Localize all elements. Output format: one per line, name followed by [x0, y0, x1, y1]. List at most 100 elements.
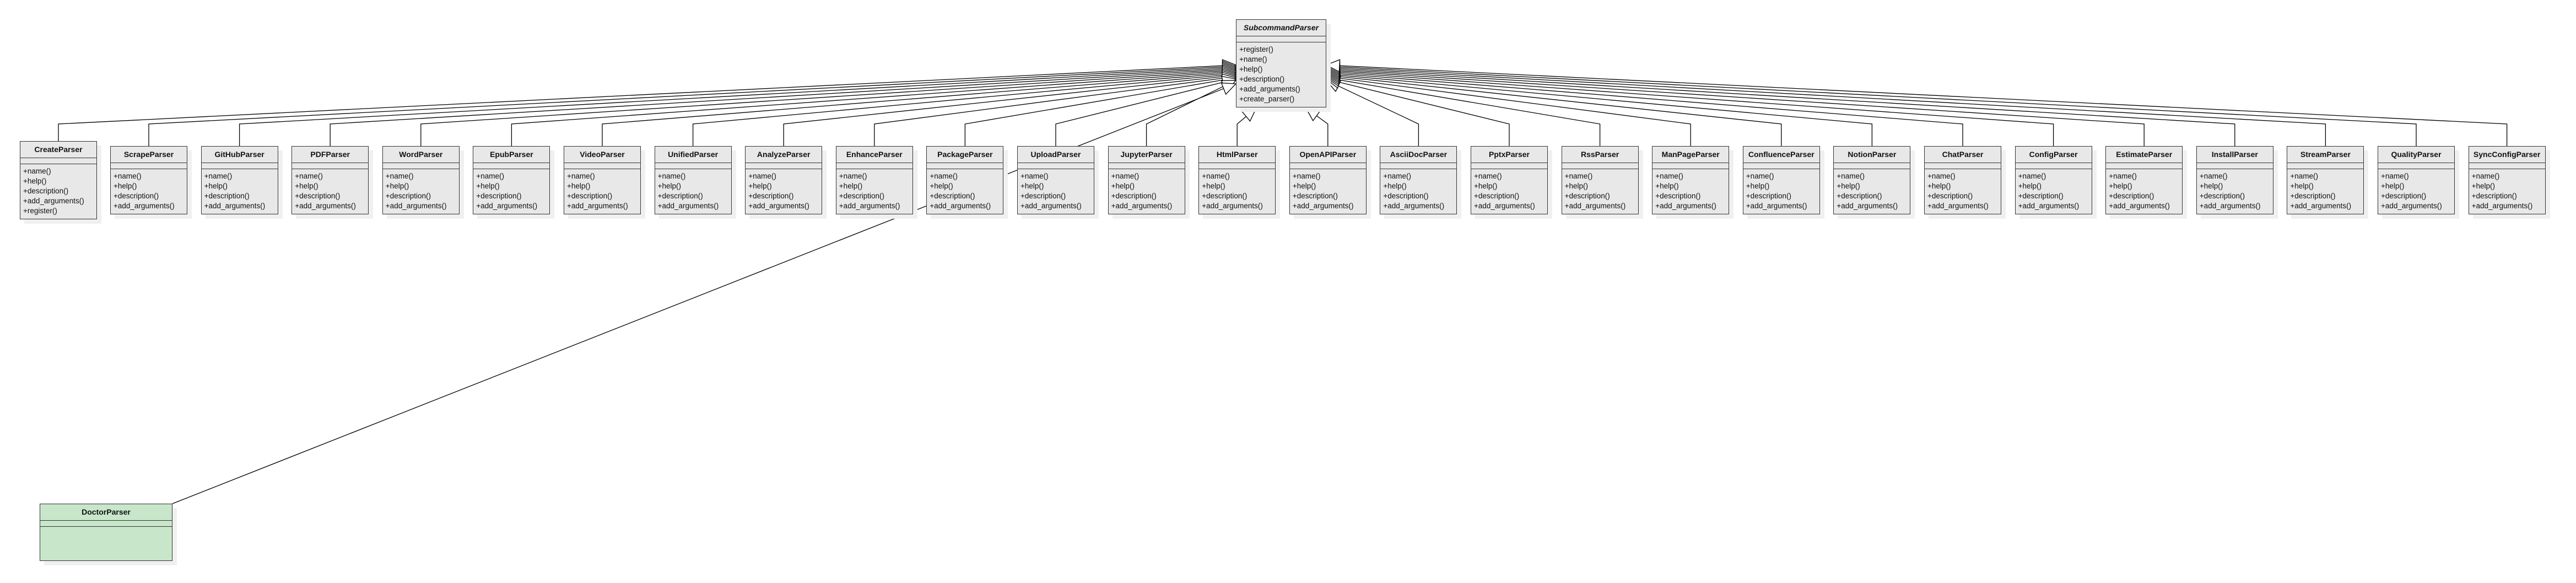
class-syncconfigparser[interactable]: SyncConfigParser+name()+help()+descripti… — [2468, 146, 2546, 214]
method: +help() — [114, 182, 137, 190]
attributes-compartment — [1652, 163, 1729, 169]
class-name: RssParser — [1562, 147, 1638, 163]
class-name: AsciiDocParser — [1380, 147, 1457, 163]
methods-compartment: +name()+help()+description()+add_argumen… — [2106, 169, 2182, 214]
methods-compartment: +name()+help()+description()+add_argumen… — [1018, 169, 1094, 214]
class-name: ChatParser — [1925, 147, 2001, 163]
class-chatparser[interactable]: ChatParser+name()+help()+description()+a… — [1924, 146, 2001, 214]
inheritance-edge — [1339, 82, 1510, 146]
class-htmlparser[interactable]: HtmlParser+name()+help()+description()+a… — [1198, 146, 1276, 214]
class-pptxparser[interactable]: PptxParser+name()+help()+description()+a… — [1471, 146, 1548, 214]
class-name: InstallParser — [2196, 147, 2273, 163]
class-createparser[interactable]: CreateParser +name()+help()+description()… — [20, 141, 97, 219]
inheritance-edge — [602, 73, 1223, 146]
generalization-arrowhead-icon — [1241, 107, 1257, 122]
class-githubparser[interactable]: GitHubParser+name()+help()+description()… — [201, 146, 278, 214]
class-configparser[interactable]: ConfigParser+name()+help()+description()… — [2015, 146, 2092, 214]
class-manpageparser[interactable]: ManPageParser+name()+help()+description(… — [1652, 146, 1730, 214]
class-name: CreateParser — [20, 142, 96, 158]
attributes-compartment — [746, 163, 822, 169]
method: +help() — [1111, 182, 1135, 190]
method: +name() — [23, 167, 51, 175]
method: +description() — [839, 192, 884, 200]
class-name: EpubParser — [473, 147, 550, 163]
attributes-compartment — [2196, 163, 2273, 169]
method: +add_arguments() — [1746, 202, 1807, 210]
methods-compartment: +name()+help()+description()+add_argumen… — [20, 164, 96, 219]
class-name: HtmlParser — [1199, 147, 1276, 163]
method: +description() — [1474, 192, 1520, 200]
method: +add_arguments() — [1474, 202, 1535, 210]
method: +description() — [930, 192, 975, 200]
method: +description() — [2471, 192, 2517, 200]
class-openapiparser[interactable]: OpenAPIParser+name()+help()+description(… — [1289, 146, 1367, 214]
method: +help() — [930, 182, 953, 190]
methods-compartment: +name()+help()+description()+add_argumen… — [2378, 169, 2454, 214]
method: +help() — [1292, 182, 1316, 190]
method: +description() — [1020, 192, 1066, 200]
inheritance-edge — [511, 72, 1223, 146]
method: +description() — [23, 187, 69, 195]
method: +name() — [204, 172, 233, 180]
method: +description() — [657, 192, 703, 200]
class-jupyterparser[interactable]: JupyterParser+name()+help()+description(… — [1108, 146, 1185, 214]
class-confluenceparser[interactable]: ConfluenceParser+name()+help()+descripti… — [1742, 146, 1820, 214]
class-doctorparser[interactable]: DoctorParser — [40, 504, 172, 561]
class-epubparser[interactable]: EpubParser+name()+help()+description()+a… — [473, 146, 550, 214]
attributes-compartment — [1289, 163, 1366, 169]
inheritance-edge — [1146, 85, 1224, 146]
method: +help() — [2290, 182, 2314, 190]
class-qualityparser[interactable]: QualityParser+name()+help()+description(… — [2378, 146, 2455, 214]
method: +help() — [2471, 182, 2495, 190]
methods-compartment: +name()+help()+description()+add_argumen… — [2469, 169, 2545, 214]
method: +description() — [1837, 192, 1882, 200]
methods-compartment: +name()+help()+description()+add_argumen… — [292, 169, 368, 214]
class-asciidocparser[interactable]: AsciiDocParser+name()+help()+description… — [1380, 146, 1457, 214]
method: +description() — [114, 192, 159, 200]
attributes-compartment — [564, 163, 640, 169]
inheritance-edge — [1339, 66, 2417, 146]
attributes-compartment — [927, 163, 1003, 169]
class-unifiedparser[interactable]: UnifiedParser+name()+help()+description(… — [654, 146, 732, 214]
methods-compartment: +name()+help()+description()+add_argumen… — [655, 169, 731, 214]
method: +add_arguments() — [839, 202, 900, 210]
class-enhanceparser[interactable]: EnhanceParser+name()+help()+description(… — [835, 146, 913, 214]
attributes-compartment — [382, 163, 459, 169]
method: +help() — [295, 182, 318, 190]
inheritance-edge — [1236, 116, 1246, 146]
method: +add_arguments() — [2290, 202, 2352, 210]
methods-compartment: +name()+help()+description()+add_argumen… — [746, 169, 822, 214]
class-rssparser[interactable]: RssParser+name()+help()+description()+ad… — [1561, 146, 1639, 214]
class-uploadparser[interactable]: UploadParser+name()+help()+description()… — [1017, 146, 1094, 214]
method: +name() — [1383, 172, 1412, 180]
class-installparser[interactable]: InstallParser+name()+help()+description(… — [2196, 146, 2273, 214]
class-analyzeparser[interactable]: AnalyzeParser+name()+help()+description(… — [745, 146, 823, 214]
class-wordparser[interactable]: WordParser+name()+help()+description()+a… — [382, 146, 460, 214]
method: +name() — [1020, 172, 1049, 180]
method: +description() — [748, 192, 794, 200]
methods-compartment: +name()+help()+description()+add_argumen… — [1109, 169, 1185, 214]
class-name: PptxParser — [1471, 147, 1547, 163]
method: +add_arguments() — [1239, 85, 1300, 93]
class-packageparser[interactable]: PackageParser+name()+help()+description(… — [926, 146, 1004, 214]
method: +description() — [1655, 192, 1701, 200]
methods-compartment: +name()+help()+description()+add_argumen… — [111, 169, 187, 214]
class-estimateparser[interactable]: EstimateParser+name()+help()+description… — [2105, 146, 2183, 214]
attributes-compartment — [292, 163, 369, 169]
class-pdfparser[interactable]: PDFParser+name()+help()+description()+ad… — [291, 146, 369, 214]
method: +register() — [23, 207, 57, 215]
class-streamparser[interactable]: StreamParser+name()+help()+description()… — [2287, 146, 2364, 214]
class-name: PDFParser — [292, 147, 369, 163]
inheritance-edge — [58, 65, 1223, 141]
class-videoparser[interactable]: VideoParser+name()+help()+description()+… — [564, 146, 641, 214]
class-notionparser[interactable]: NotionParser+name()+help()+description()… — [1833, 146, 1911, 214]
method: +add_arguments() — [2018, 202, 2080, 210]
class-scrapeparser[interactable]: ScrapeParser+name()+help()+description()… — [110, 146, 187, 214]
method: +description() — [295, 192, 341, 200]
method: +help() — [1564, 182, 1588, 190]
methods-compartment: +name()+help()+description()+add_argumen… — [1743, 169, 1819, 214]
inheritance-edge — [1339, 73, 1963, 146]
class-name: ScrapeParser — [111, 147, 187, 163]
class-subcommandparser[interactable]: SubcommandParser +register()+name()+help… — [1236, 19, 1326, 107]
